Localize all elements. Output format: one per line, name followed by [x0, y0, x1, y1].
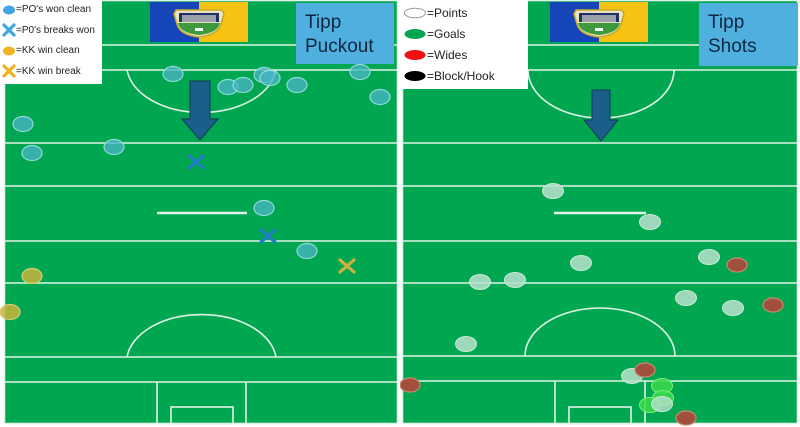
blue-circle-icon	[3, 5, 15, 15]
puckout-panel: Tipp Puckout =PO's won clean =P0's break…	[0, 0, 399, 425]
tipperary-crest-flag	[550, 2, 648, 42]
legend-item-wides: =Wides	[403, 48, 467, 62]
gold-circle-icon	[3, 46, 15, 56]
point-marker	[722, 300, 744, 316]
po-clean-marker	[253, 199, 275, 217]
direction-arrow-icon	[180, 80, 220, 141]
puckout-title-line2: Puckout	[305, 36, 374, 57]
point-marker	[504, 272, 526, 288]
po-clean-marker	[349, 63, 371, 81]
wide-marker	[400, 377, 421, 393]
puckout-legend: =PO's won clean =P0's breaks won =KK win…	[0, 0, 102, 84]
wide-marker	[634, 362, 656, 378]
point-marker	[651, 396, 673, 412]
kk-clean-marker	[0, 303, 21, 321]
legend-item-kk-clean: =KK win clean	[2, 44, 80, 56]
po-clean-marker	[12, 115, 34, 133]
po-clean-marker	[162, 65, 184, 83]
red-oval-icon	[404, 50, 426, 60]
tipperary-crest-flag	[150, 2, 248, 42]
po-clean-marker	[232, 76, 254, 94]
black-oval-icon	[404, 71, 426, 81]
white-oval-icon	[404, 7, 426, 19]
kk-break-marker	[338, 258, 356, 274]
shots-title-line1: Tipp	[708, 12, 745, 33]
po-break-marker	[187, 154, 205, 170]
wide-marker	[675, 410, 697, 426]
legend-item-kk-break: =KK win break	[2, 64, 81, 78]
direction-arrow-icon	[582, 89, 620, 142]
po-clean-marker	[286, 76, 308, 94]
legend-item-points: =Points	[403, 6, 467, 20]
legend-item-block-hook: =Block/Hook	[403, 69, 495, 83]
point-marker	[455, 336, 477, 352]
po-break-marker	[259, 228, 277, 244]
shots-panel: Tipp Shots =Points =Goals =Wides =Block/…	[400, 0, 800, 427]
legend-item-goals: =Goals	[403, 27, 465, 41]
shots-legend: =Points =Goals =Wides =Block/Hook	[400, 0, 528, 89]
legend-item-po-clean: =PO's won clean	[2, 3, 91, 15]
legend-item-po-break: =P0's breaks won	[2, 23, 95, 37]
kk-clean-marker	[21, 267, 43, 285]
point-marker	[542, 183, 564, 199]
po-clean-marker	[369, 88, 391, 106]
po-clean-marker	[296, 242, 318, 260]
po-clean-marker	[259, 69, 281, 87]
puckout-title: Tipp Puckout	[296, 3, 394, 64]
puckout-title-line1: Tipp	[305, 12, 342, 33]
shots-title-line2: Shots	[708, 36, 757, 57]
wide-marker	[762, 297, 784, 313]
point-marker	[570, 255, 592, 271]
shots-title: Tipp Shots	[699, 3, 798, 66]
point-marker	[639, 214, 661, 230]
point-marker	[469, 274, 491, 290]
wide-marker	[726, 257, 748, 273]
point-marker	[698, 249, 720, 265]
gold-cross-icon	[2, 64, 16, 78]
green-oval-icon	[404, 29, 426, 39]
blue-cross-icon	[2, 23, 16, 37]
po-clean-marker	[21, 144, 43, 162]
point-marker	[675, 290, 697, 306]
po-clean-marker	[103, 138, 125, 156]
